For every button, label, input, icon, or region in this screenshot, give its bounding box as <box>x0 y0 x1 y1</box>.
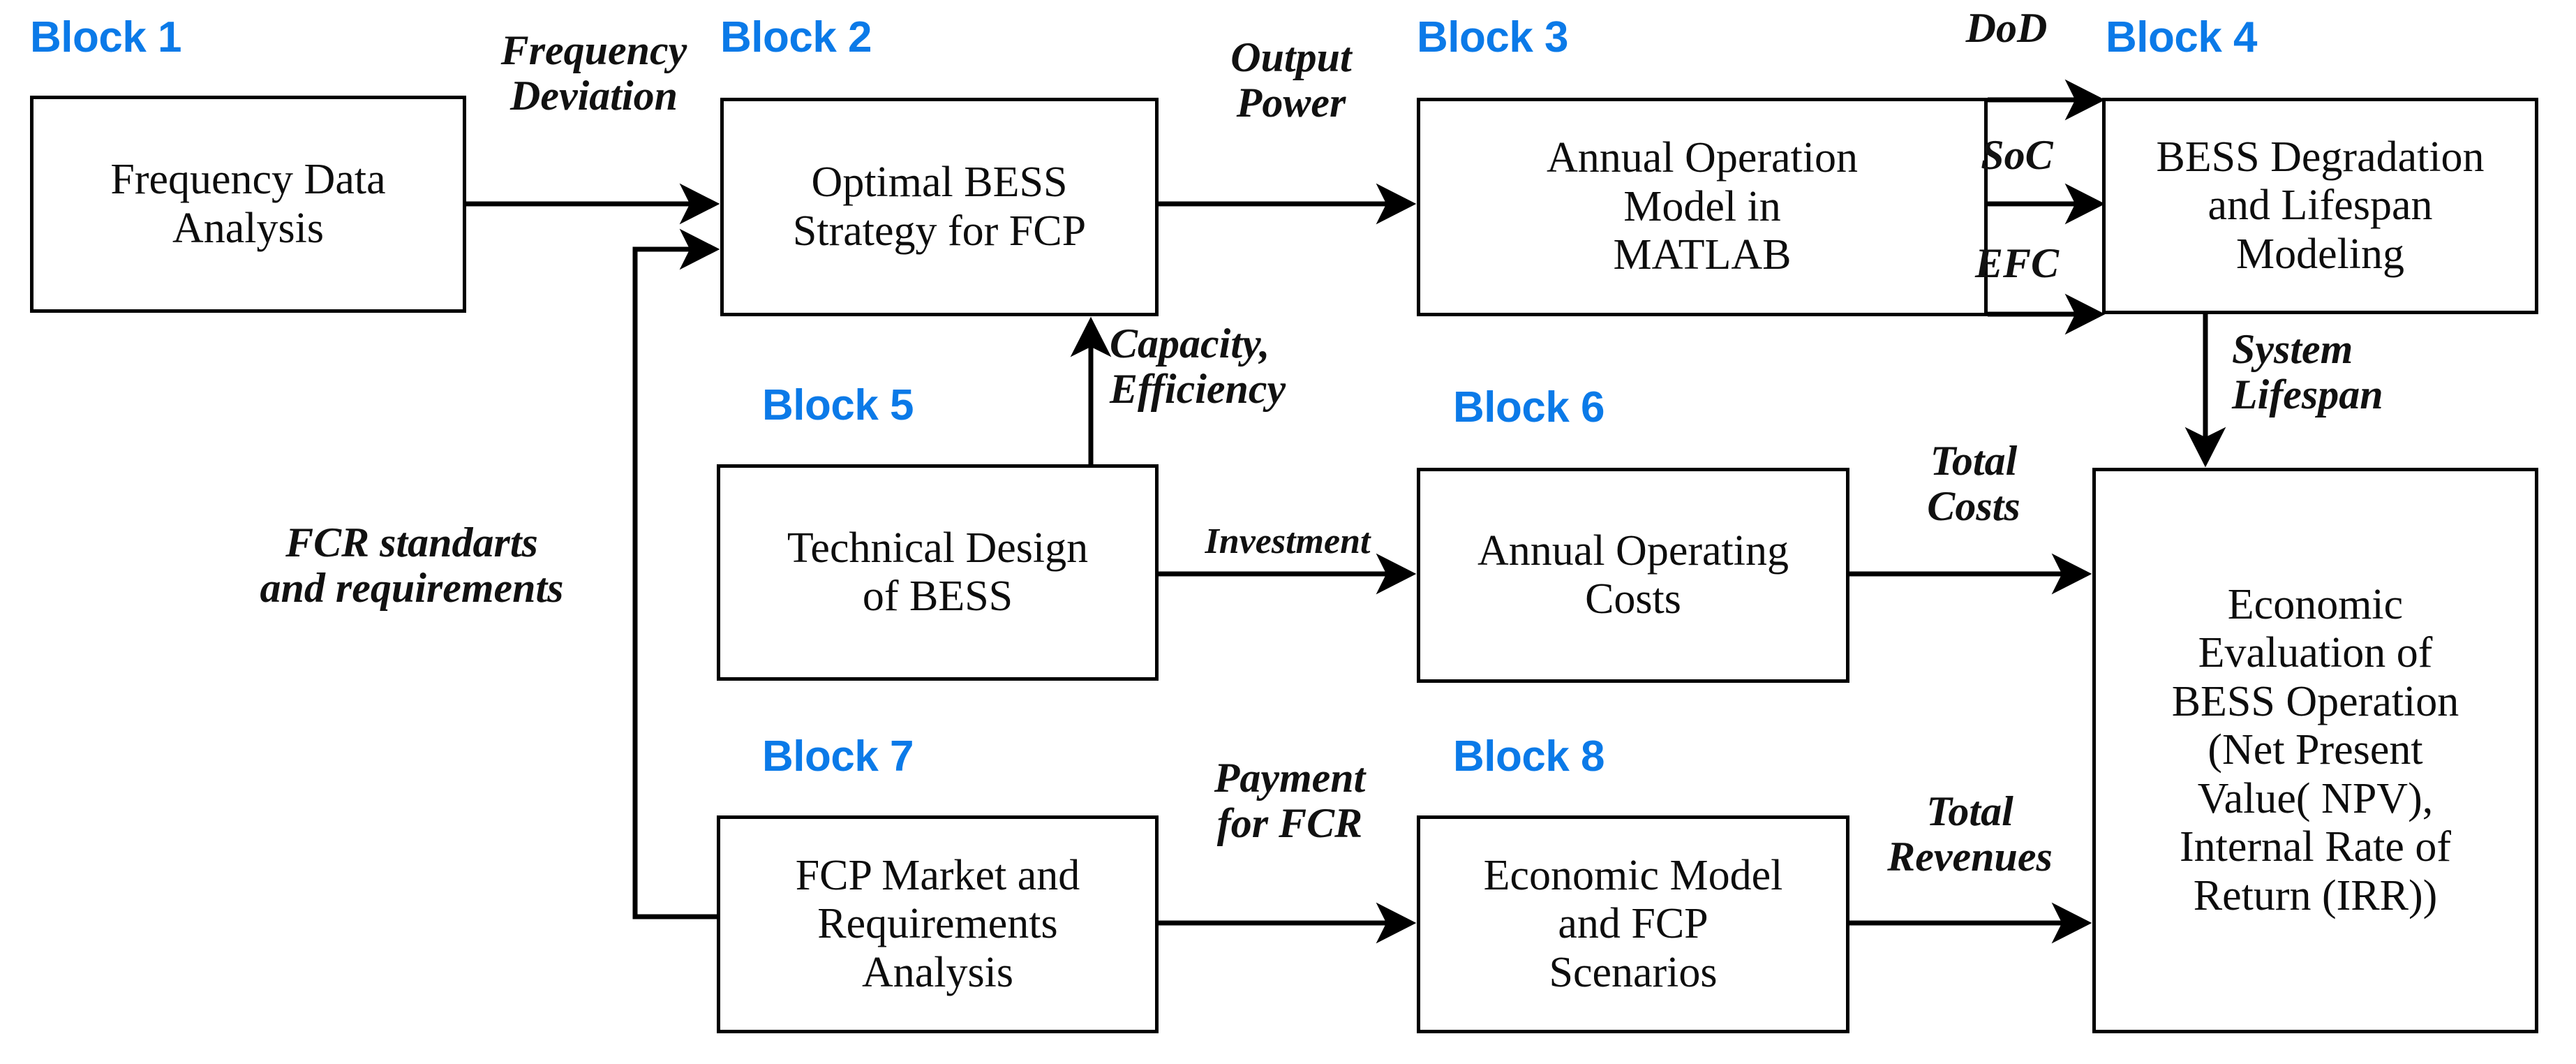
edge-label-total-revenues: Total Revenues <box>1887 788 2053 880</box>
block-tag-2: Block 2 <box>720 13 872 61</box>
edge-label-fcr-standards: FCR standarts and requirements <box>260 519 564 611</box>
edge-label-system-lifespan: System Lifespan <box>2232 326 2383 418</box>
block-tag-6: Block 6 <box>1453 383 1605 431</box>
block-label: Economic Evaluation of BESS Operation (N… <box>2171 580 2459 919</box>
block-label: Technical Design of BESS <box>787 524 1089 620</box>
edge-label-frequency-deviation: Frequency Deviation <box>500 27 687 119</box>
block-economic-model-fcp-scenarios[interactable]: Economic Model and FCP Scenarios <box>1417 815 1849 1033</box>
edge-label-investment: Investment <box>1205 522 1371 561</box>
edge-label-output-power: Output Power <box>1230 34 1352 126</box>
edge-label-efc: EFC <box>1974 240 2060 286</box>
block-tag-7: Block 7 <box>762 732 914 781</box>
block-fcp-market-requirements[interactable]: FCP Market and Requirements Analysis <box>717 815 1159 1033</box>
block-label: BESS Degradation and Lifespan Modeling <box>2156 133 2485 278</box>
edge-label-capacity-efficiency: Capacity, Efficiency <box>1110 320 1286 412</box>
block-tag-8: Block 8 <box>1453 732 1605 781</box>
block-optimal-bess-strategy[interactable]: Optimal BESS Strategy for FCP <box>720 98 1159 316</box>
block-label: Economic Model and FCP Scenarios <box>1483 851 1783 996</box>
block-technical-design-bess[interactable]: Technical Design of BESS <box>717 464 1159 681</box>
block-annual-operation-model[interactable]: Annual Operation Model in MATLAB <box>1417 98 1988 316</box>
edge-label-payment-for-fcr: Payment for FCR <box>1214 755 1366 846</box>
edge-label-soc: SoC <box>1981 132 2053 178</box>
block-label: FCP Market and Requirements Analysis <box>795 851 1080 996</box>
block-frequency-data-analysis[interactable]: Frequency Data Analysis <box>30 96 466 313</box>
block-tag-5: Block 5 <box>762 381 914 429</box>
block-tag-4: Block 4 <box>2106 13 2258 61</box>
block-economic-evaluation[interactable]: Economic Evaluation of BESS Operation (N… <box>2092 468 2538 1033</box>
block-label: Frequency Data Analysis <box>110 156 386 252</box>
block-label: Optimal BESS Strategy for FCP <box>792 158 1087 255</box>
block-label: Annual Operation Model in MATLAB <box>1547 134 1858 279</box>
block-tag-1: Block 1 <box>30 13 182 61</box>
block-tag-3: Block 3 <box>1417 13 1569 61</box>
block-label: Annual Operating Costs <box>1477 526 1789 623</box>
block-bess-degradation-lifespan[interactable]: BESS Degradation and Lifespan Modeling <box>2102 98 2538 314</box>
block-annual-operating-costs[interactable]: Annual Operating Costs <box>1417 468 1849 683</box>
edge-label-dod: DoD <box>1965 5 2048 51</box>
edge-label-total-costs: Total Costs <box>1927 438 2020 529</box>
connector-block7-block2-feedback <box>632 228 720 919</box>
